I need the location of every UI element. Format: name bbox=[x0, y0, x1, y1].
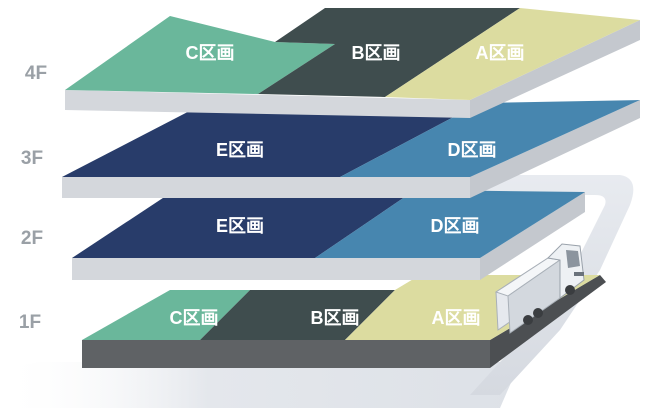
floor-1f: C区画 B区画 A区画 bbox=[82, 275, 606, 368]
truck-icon bbox=[494, 243, 585, 334]
truck-ramp bbox=[470, 175, 634, 395]
zone-label-3f-e: E区画 bbox=[216, 140, 264, 160]
zone-3f-e bbox=[62, 103, 480, 177]
floor-3f: E区画 D区画 bbox=[62, 100, 640, 198]
zone-label-1f-a: A区画 bbox=[432, 308, 481, 328]
zone-label-4f-b: B区画 bbox=[352, 43, 401, 63]
floor-1f-base-front bbox=[82, 340, 490, 368]
zone-label-4f-c: C区画 bbox=[186, 43, 235, 63]
zone-label-1f-c: C区画 bbox=[170, 308, 219, 328]
floor-4f-slab-front bbox=[65, 90, 470, 118]
floor-1f-base-right bbox=[490, 275, 606, 368]
ground-shadow bbox=[0, 362, 520, 408]
floor-label-3f: 3F bbox=[21, 148, 43, 169]
zone-4f-c bbox=[65, 16, 335, 94]
zone-label-1f-b: B区画 bbox=[311, 308, 360, 328]
zone-label-4f-a: A区画 bbox=[476, 43, 525, 63]
zone-label-2f-d: D区画 bbox=[431, 216, 480, 236]
floor-label-1f: 1F bbox=[19, 312, 41, 333]
zone-1f-c bbox=[82, 290, 250, 340]
floor-4f: C区画 B区画 A区画 bbox=[65, 8, 640, 118]
zone-3f-d bbox=[340, 100, 640, 177]
floor-label-2f: 2F bbox=[21, 228, 43, 249]
floor-2f: E区画 D区画 bbox=[72, 190, 585, 280]
zone-1f-b bbox=[200, 290, 395, 340]
floor-3f-slab-front bbox=[62, 177, 470, 198]
floor-4f-slab-right bbox=[470, 20, 640, 118]
zone-label-2f-e: E区画 bbox=[216, 216, 264, 236]
floor-label-4f: 4F bbox=[25, 63, 47, 84]
zone-2f-d bbox=[315, 190, 585, 258]
zone-2f-e bbox=[72, 190, 415, 258]
zone-4f-a bbox=[385, 8, 640, 100]
floor-2f-slab-front bbox=[72, 258, 480, 280]
floor-2f-slab-right bbox=[480, 192, 585, 280]
zone-label-3f-d: D区画 bbox=[448, 140, 497, 160]
zone-4f-b bbox=[258, 8, 520, 97]
floor-3f-slab-right bbox=[470, 100, 640, 198]
